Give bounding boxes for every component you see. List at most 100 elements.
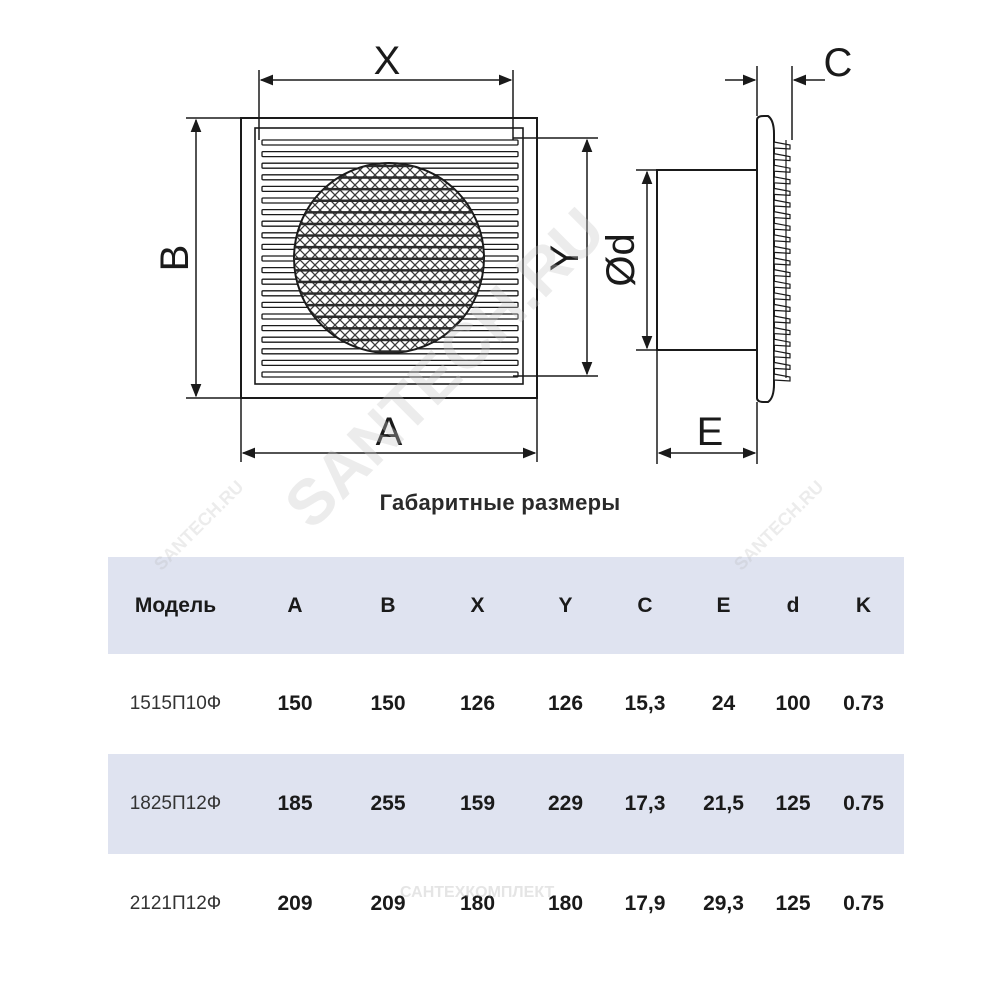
header-x: X — [470, 593, 485, 617]
mesh-slat — [294, 257, 484, 260]
label-e: E — [697, 410, 724, 454]
mesh-slat — [294, 187, 484, 191]
cell-e: 24 — [711, 692, 736, 715]
side-fins — [773, 141, 791, 382]
grille-slat — [261, 150, 519, 158]
cell-k: 0.73 — [843, 692, 884, 715]
cell-c: 17,9 — [624, 892, 666, 915]
side-fin — [773, 164, 791, 173]
duct-spigot — [656, 169, 758, 351]
header-e: E — [716, 593, 731, 617]
watermark: САНТЕХКОМПЛЕКТ — [400, 884, 555, 901]
side-view — [656, 115, 791, 403]
mesh-slat — [294, 292, 484, 295]
side-fin — [773, 373, 791, 382]
caption: Габаритные размеры — [379, 490, 621, 515]
dimension-d: Ød — [599, 169, 657, 351]
label-a: A — [376, 410, 403, 454]
cell-y: 126 — [547, 692, 584, 715]
front-view — [240, 117, 538, 399]
side-fin — [773, 176, 791, 185]
mesh-slat — [294, 303, 484, 307]
side-fin — [773, 268, 791, 278]
cell-d: 125 — [775, 792, 811, 815]
grille-slat — [261, 139, 519, 146]
label-d: Ød — [599, 233, 643, 286]
dimension-c: C — [725, 41, 852, 140]
cell-d: 125 — [775, 892, 811, 915]
cell-x: 126 — [459, 692, 496, 715]
mesh-circle — [293, 162, 485, 354]
mesh-slat — [294, 176, 484, 179]
side-fin — [773, 152, 791, 162]
cell-d: 100 — [775, 692, 811, 715]
mesh-slat — [294, 315, 484, 318]
side-fin — [773, 210, 791, 220]
dimension-x: X — [258, 39, 514, 140]
side-fin — [773, 280, 791, 289]
side-fin — [773, 303, 791, 313]
label-x: X — [374, 39, 401, 83]
cell-x: 180 — [459, 892, 496, 915]
cell-b: 209 — [370, 892, 406, 915]
mesh-slat — [294, 338, 484, 342]
mesh-slat — [294, 280, 484, 284]
side-fin — [773, 292, 791, 301]
dimension-y: Y — [513, 137, 598, 377]
header-c: C — [637, 593, 653, 617]
mesh-slat — [294, 327, 484, 330]
table-header-row: Модель A B X Y C E d K — [108, 557, 904, 654]
cell-y: 229 — [547, 792, 584, 815]
table-row: 2121П12Ф 209 209 180 180 17,9 29,3 125 0… — [108, 854, 904, 954]
side-fin — [773, 350, 791, 359]
header-d: d — [786, 593, 800, 617]
side-fin — [773, 245, 791, 255]
mesh-slat — [294, 350, 484, 353]
side-fin — [773, 361, 791, 371]
side-fin — [773, 234, 791, 243]
side-fin — [773, 315, 791, 324]
cell-e: 29,3 — [703, 892, 744, 915]
mesh-slat — [294, 269, 484, 272]
mesh-slat — [294, 222, 484, 226]
header-a: A — [287, 593, 303, 617]
dimension-b: B — [153, 117, 241, 399]
cell-y: 180 — [547, 892, 584, 915]
dimension-a: A — [240, 398, 538, 462]
cell-x: 159 — [459, 792, 496, 815]
cell-model: 1515П10Ф — [129, 693, 222, 714]
cell-c: 17,3 — [624, 792, 666, 815]
side-fin — [773, 199, 791, 208]
grille-slat — [261, 359, 519, 367]
mesh-slat — [294, 164, 484, 168]
side-fin — [773, 338, 791, 347]
header-model: Модель — [134, 593, 217, 617]
dimension-drawing: X B Y A C Ød — [153, 39, 852, 464]
label-c: C — [824, 41, 853, 85]
cell-a: 185 — [277, 792, 313, 815]
mesh-slat — [294, 211, 484, 214]
header-b: B — [380, 593, 396, 617]
label-b: B — [153, 245, 197, 272]
side-fin — [773, 141, 791, 150]
label-y: Y — [543, 245, 587, 272]
cell-model: 1825П12Ф — [129, 793, 222, 814]
mesh-slat — [294, 245, 484, 249]
cell-a: 150 — [277, 692, 313, 715]
flange-profile — [756, 115, 775, 403]
header-k: K — [855, 593, 872, 617]
grille-slat — [261, 371, 519, 378]
side-fin — [773, 326, 791, 336]
side-fin — [773, 187, 791, 197]
cell-k: 0.75 — [843, 792, 884, 815]
mesh-slat — [294, 199, 484, 202]
cell-model: 2121П12Ф — [129, 893, 222, 914]
cell-a: 209 — [277, 892, 313, 915]
header-y: Y — [558, 593, 573, 617]
dimension-e: E — [656, 350, 758, 464]
cell-b: 255 — [370, 792, 406, 815]
cell-k: 0.75 — [843, 892, 884, 915]
cell-e: 21,5 — [703, 792, 744, 815]
table-row: 1515П10Ф 150 150 126 126 15,3 24 100 0.7… — [108, 654, 904, 754]
side-fin — [773, 222, 791, 231]
